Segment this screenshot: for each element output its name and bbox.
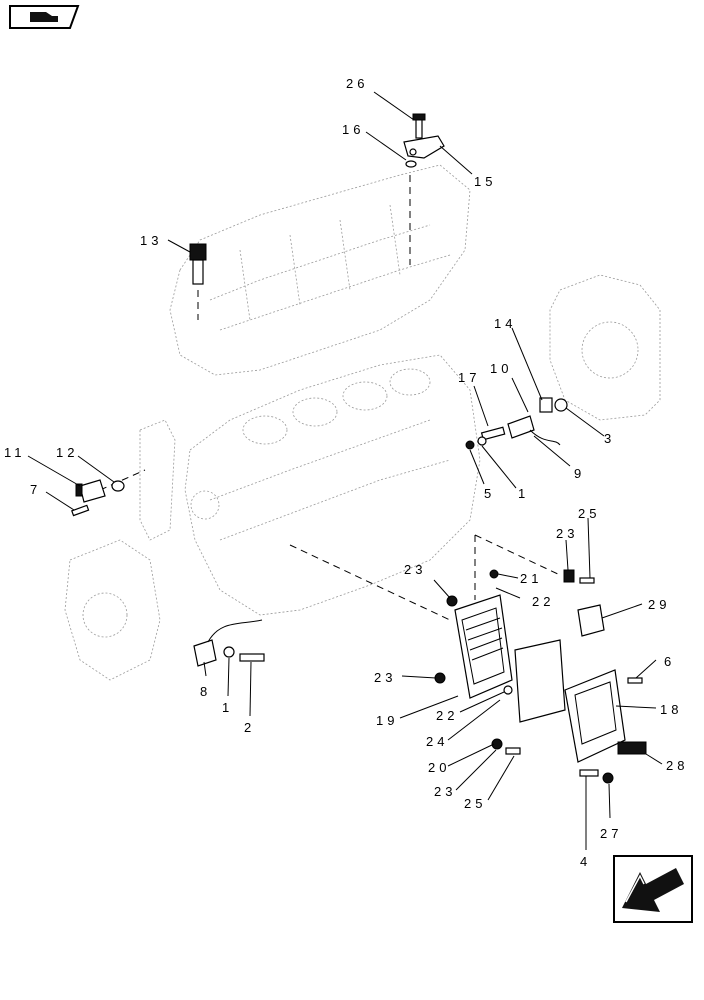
bracket-19[interactable] (454, 594, 513, 699)
nut-23b[interactable] (446, 595, 458, 607)
label-27: 27 (600, 826, 622, 841)
sensor-9[interactable] (507, 415, 561, 446)
bracket-29[interactable] (577, 604, 605, 637)
label-2: 2 (244, 720, 255, 735)
label-14: 14 (494, 316, 516, 331)
o-ring-12[interactable] (111, 480, 125, 492)
label-22b: 22 (436, 708, 458, 723)
leader-lines (27, 91, 663, 850)
label-23d: 23 (434, 784, 456, 799)
bolt-26[interactable] (412, 113, 426, 139)
label-17: 17 (458, 370, 480, 385)
label-23b: 23 (404, 562, 426, 577)
label-11: 11 (4, 445, 26, 460)
label-25a: 25 (578, 506, 600, 521)
washer-1a[interactable] (477, 436, 487, 446)
bolt-25a[interactable] (579, 577, 595, 584)
label-24: 24 (426, 734, 448, 749)
nut-27[interactable] (602, 772, 614, 784)
label-23c: 23 (374, 670, 396, 685)
label-21: 21 (520, 571, 542, 586)
nut-23d[interactable] (491, 738, 503, 750)
label-4: 4 (580, 854, 591, 869)
label-8: 8 (200, 684, 211, 699)
ecu-18[interactable] (564, 669, 626, 763)
sensor-13[interactable] (189, 243, 207, 285)
cover-28[interactable] (617, 741, 647, 755)
bolt-6[interactable] (627, 677, 643, 684)
label-12: 12 (56, 445, 78, 460)
sensor-15[interactable] (403, 135, 445, 159)
label-13: 13 (140, 233, 162, 248)
label-23a: 23 (556, 526, 578, 541)
washer-1b[interactable] (223, 646, 235, 658)
label-1b: 1 (222, 700, 233, 715)
engine-block-outline (184, 354, 481, 616)
label-5: 5 (484, 486, 495, 501)
label-7: 7 (30, 482, 41, 497)
label-1a: 1 (518, 486, 529, 501)
dash-line-ecu-top (474, 534, 561, 576)
stud-4[interactable] (579, 769, 599, 777)
sensor-11[interactable] (75, 479, 106, 503)
nut-23a[interactable] (563, 569, 575, 583)
label-29: 29 (648, 597, 670, 612)
label-6: 6 (664, 654, 675, 669)
label-18: 18 (660, 702, 682, 717)
bolt-21[interactable] (489, 569, 499, 579)
washer-5[interactable] (465, 440, 475, 450)
gasket-20[interactable] (514, 639, 566, 723)
dash-line-sensor11 (99, 469, 146, 491)
label-10: 10 (490, 361, 512, 376)
label-20: 20 (428, 760, 450, 775)
label-25b: 25 (464, 796, 486, 811)
label-28: 28 (666, 758, 688, 773)
label-16: 16 (342, 122, 364, 137)
bolt-25b[interactable] (505, 747, 521, 755)
bolt-17[interactable] (480, 426, 506, 441)
label-9: 9 (574, 466, 585, 481)
sensor-8[interactable] (193, 619, 263, 667)
bolt-22[interactable] (503, 685, 513, 695)
label-19: 19 (376, 713, 398, 728)
nut-23c[interactable] (434, 672, 446, 684)
label-15: 15 (474, 174, 496, 189)
engine-head-outline (169, 164, 471, 376)
o-ring-16[interactable] (405, 160, 417, 168)
book-icon[interactable] (9, 5, 80, 29)
label-22a: 22 (532, 594, 554, 609)
bolt-7[interactable] (71, 504, 90, 517)
dash-line-ecu-mount (289, 544, 451, 621)
o-ring-3[interactable] (554, 398, 568, 412)
label-26: 26 (346, 76, 368, 91)
front-plate-outline (64, 274, 661, 681)
label-3: 3 (604, 431, 615, 446)
sensor-14[interactable] (539, 397, 553, 413)
arrow-left-down-icon[interactable] (613, 855, 693, 923)
bolt-2[interactable] (239, 653, 265, 662)
